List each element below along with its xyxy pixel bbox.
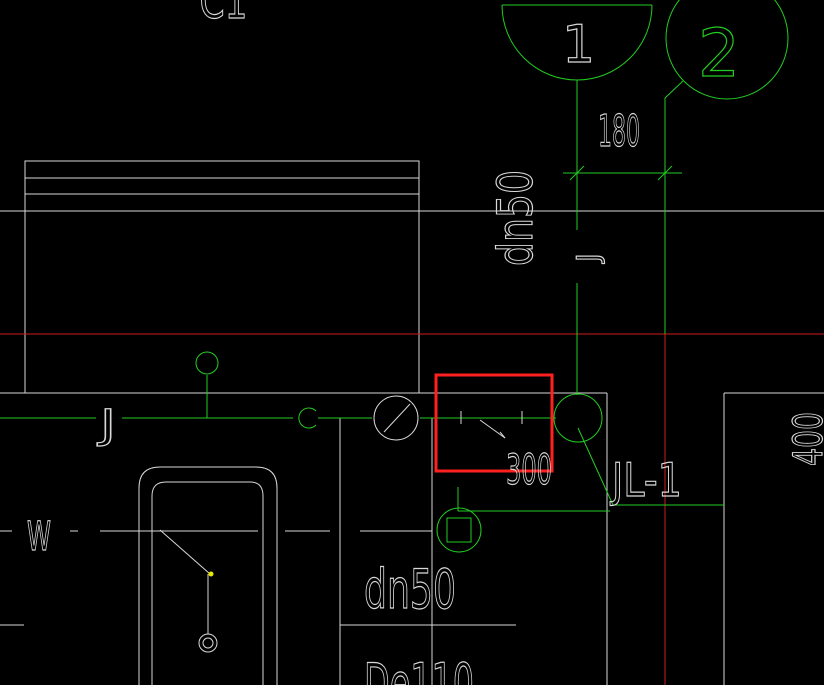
water-pipes [0, 0, 789, 553]
riser-label-jl1: JL-1 [610, 453, 682, 507]
pipe-label-dn50-lower: dn50 [364, 558, 456, 621]
circle-2-label: 2 [698, 15, 740, 92]
valve-icon[interactable] [455, 405, 527, 443]
dimension-400: 400 [786, 412, 824, 466]
floor-drain-icon[interactable] [437, 508, 481, 552]
riser-circle-icon[interactable] [554, 394, 602, 442]
top-cut-text: C1 [200, 0, 248, 30]
pipe-label-de110: De110 [364, 652, 474, 685]
highlight-box[interactable] [434, 373, 554, 473]
pipe-label-j-vertical: J [571, 253, 606, 264]
pipe-label-dn50-vertical: dn50 [488, 170, 544, 266]
waste-label-w: W [27, 514, 51, 560]
circle-1-label: 1 [562, 15, 595, 75]
sink-marker [208, 571, 214, 577]
dimension-180: 180 [598, 106, 640, 157]
pipe-label-j-horizontal: J [96, 402, 116, 448]
building-outlines [0, 160, 824, 685]
dimension-300: 300 [506, 445, 552, 494]
pressure-gauge-icon[interactable] [374, 396, 418, 440]
